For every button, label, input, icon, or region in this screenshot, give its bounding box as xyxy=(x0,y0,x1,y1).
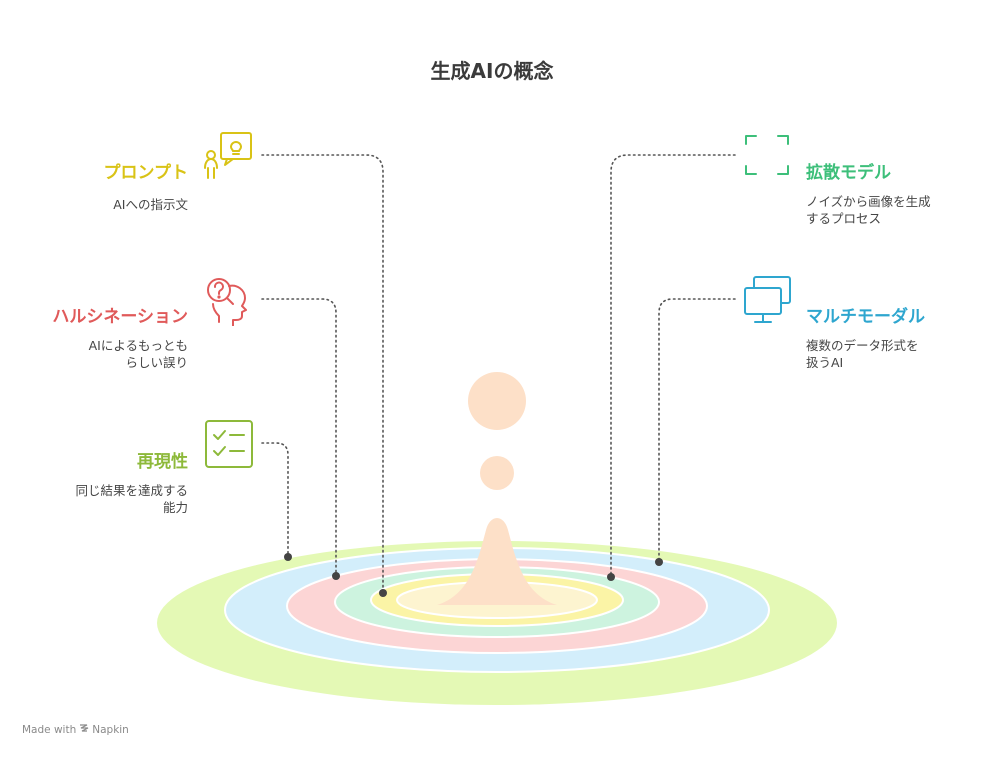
item-desc-diffusion: ノイズから画像を生成 するプロセス xyxy=(806,194,931,226)
item-label-diffusion: 拡散モデル xyxy=(806,163,891,183)
footer-brand: Napkin xyxy=(92,723,129,736)
connector-dot xyxy=(655,558,663,566)
item-label-prompt: プロンプト xyxy=(103,163,189,183)
connector-dot xyxy=(284,553,292,561)
item-desc-prompt: AIへの指示文 xyxy=(113,197,188,212)
napkin-logo-icon xyxy=(79,723,89,736)
connector-hallucination xyxy=(261,298,337,576)
connector-prompt xyxy=(261,154,384,593)
item-desc-multimodal: 複数のデータ形式を 扱うAI xyxy=(806,338,919,370)
footer-credit[interactable]: Made with Napkin xyxy=(22,723,129,736)
monitors-icon xyxy=(742,274,794,330)
item-label-reproducibility: 再現性 xyxy=(137,452,188,472)
droplet-small xyxy=(480,456,514,490)
droplet-large xyxy=(468,372,526,430)
connector-dot xyxy=(379,589,387,597)
connector-multimodal xyxy=(658,298,736,562)
connector-reproducibility xyxy=(261,442,289,557)
footer-text: Made with xyxy=(22,723,77,736)
head-question-icon xyxy=(203,274,255,330)
connector-dot xyxy=(332,572,340,580)
checklist-icon xyxy=(203,418,255,474)
item-desc-reproducibility: 同じ結果を達成する 能力 xyxy=(75,483,188,515)
connector-diffusion xyxy=(610,154,736,577)
person-lightbulb-icon xyxy=(203,130,255,186)
page-title: 生成AIの概念 xyxy=(430,59,554,83)
item-desc-hallucination: AIによるもっとも らしい誤り xyxy=(88,338,188,370)
focus-frame-icon xyxy=(742,132,792,182)
item-label-hallucination: ハルシネーション xyxy=(52,307,188,327)
item-label-multimodal: マルチモーダル xyxy=(806,307,925,327)
water-splash xyxy=(437,518,557,605)
connector-dot xyxy=(607,573,615,581)
